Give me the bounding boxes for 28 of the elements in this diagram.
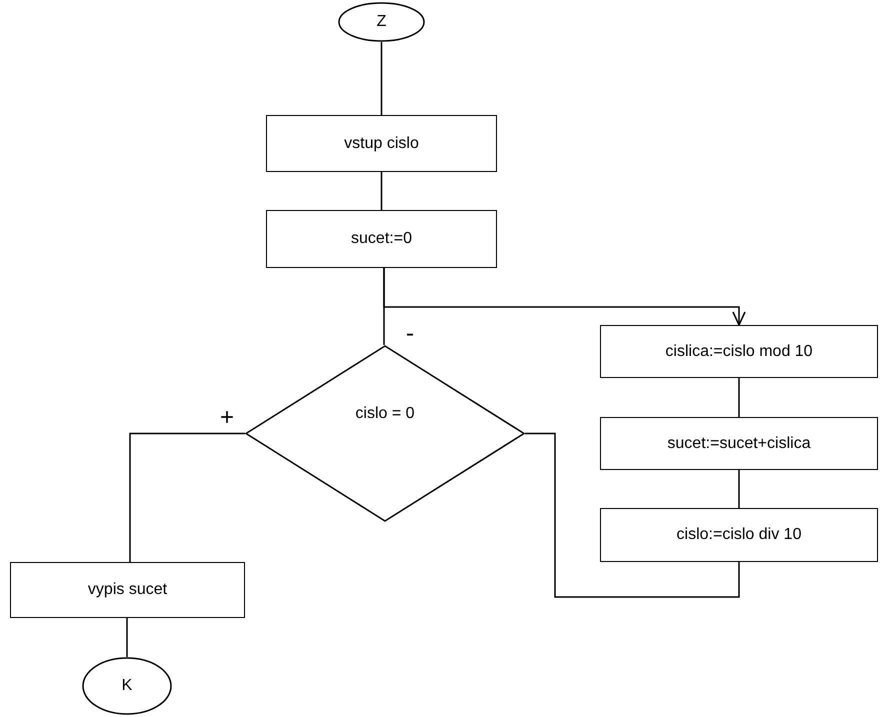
step-text: sucet:=sucet+cislica xyxy=(667,434,811,452)
branch-sign: - xyxy=(406,322,414,346)
connector-line xyxy=(380,172,382,210)
connector-line xyxy=(525,432,740,598)
step-text: cislo:=cislo div 10 xyxy=(676,526,802,544)
process-box xyxy=(600,508,878,562)
connector-line xyxy=(738,470,740,508)
decision-diamond xyxy=(245,345,525,522)
process-box xyxy=(600,325,878,378)
connector-line xyxy=(129,432,245,562)
step-text: cislica:=cislo mod 10 xyxy=(665,342,813,360)
process-box xyxy=(600,417,878,470)
process-box xyxy=(266,210,497,268)
arrow xyxy=(383,268,746,326)
step-text: vstup cislo xyxy=(344,134,419,152)
connector-line xyxy=(126,618,128,657)
condition-text: cislo = 0 xyxy=(355,404,415,422)
terminal-label: Z xyxy=(376,13,386,31)
terminal-ellipse xyxy=(338,2,425,42)
process-box xyxy=(10,562,245,618)
connector-line xyxy=(738,378,740,417)
terminal-label: K xyxy=(122,677,132,695)
connector-line xyxy=(380,42,382,115)
step-text: sucet:=0 xyxy=(351,230,412,248)
process-box xyxy=(266,115,497,172)
step-text: vypis sucet xyxy=(88,581,168,599)
terminal-ellipse xyxy=(82,657,172,715)
branch-sign: + xyxy=(220,406,234,430)
